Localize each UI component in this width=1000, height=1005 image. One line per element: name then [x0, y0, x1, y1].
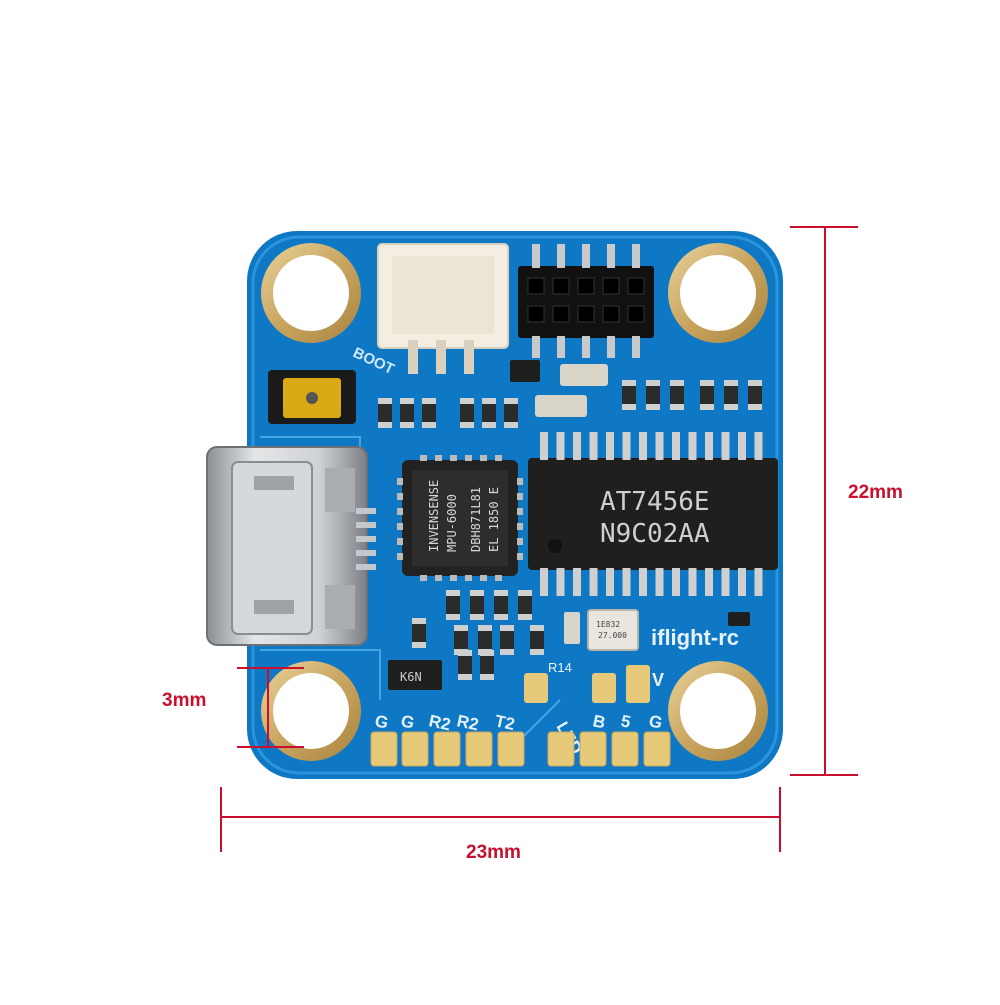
label-v: V	[652, 670, 664, 690]
crystal-oscillator	[587, 609, 639, 651]
micro-usb-connector	[206, 446, 376, 646]
osd-chip	[528, 432, 778, 596]
imu-chip-text-3: DBH871L81	[469, 487, 483, 552]
brand-logo: iflight-rc	[651, 625, 739, 650]
pad-label-left: R2	[427, 711, 452, 734]
transistor	[388, 660, 442, 690]
height-label: 22mm	[848, 482, 903, 503]
pad-label-left: R2	[455, 711, 480, 734]
pad-label-right: G	[647, 711, 664, 732]
pin-header	[518, 244, 654, 358]
osd-chip-text-1: AT7456E	[600, 487, 710, 517]
pad-label-left: T2	[493, 711, 516, 734]
mounting-hole-bottom-right	[668, 661, 768, 761]
imu-chip-text-4: EL 1850 E	[487, 487, 501, 552]
upper-pads	[524, 665, 650, 703]
mounting-hole-bottom-left	[261, 661, 361, 761]
bottom-pads	[370, 731, 671, 767]
pad-label-left: G	[399, 711, 416, 732]
pad-label-right: 5	[619, 711, 632, 732]
transistor-label: K6N	[400, 670, 422, 684]
crystal-text-1: 27.000	[598, 631, 627, 640]
boot-button	[268, 370, 356, 424]
mounting-hole-top-right	[668, 243, 768, 343]
crystal-text-2: 1E832	[596, 620, 620, 629]
pad-label-right: B	[591, 711, 607, 732]
passive-components	[378, 360, 762, 680]
pad-label-left: G	[373, 711, 390, 732]
mounting-hole-top-left	[261, 243, 361, 343]
imu-chip-text-2: MPU-6000	[445, 494, 459, 552]
label-r14: R14	[548, 660, 572, 675]
imu-chip	[397, 455, 523, 581]
hole-diameter-label: 3mm	[162, 690, 207, 711]
width-label: 23mm	[466, 842, 521, 863]
dimension-lines	[220, 226, 858, 852]
osd-chip-text-2: N9C02AA	[600, 519, 710, 549]
imu-chip-text-1: INVENSENSE	[427, 480, 441, 552]
jst-connector	[377, 243, 509, 374]
silkscreen-lines	[260, 436, 561, 741]
